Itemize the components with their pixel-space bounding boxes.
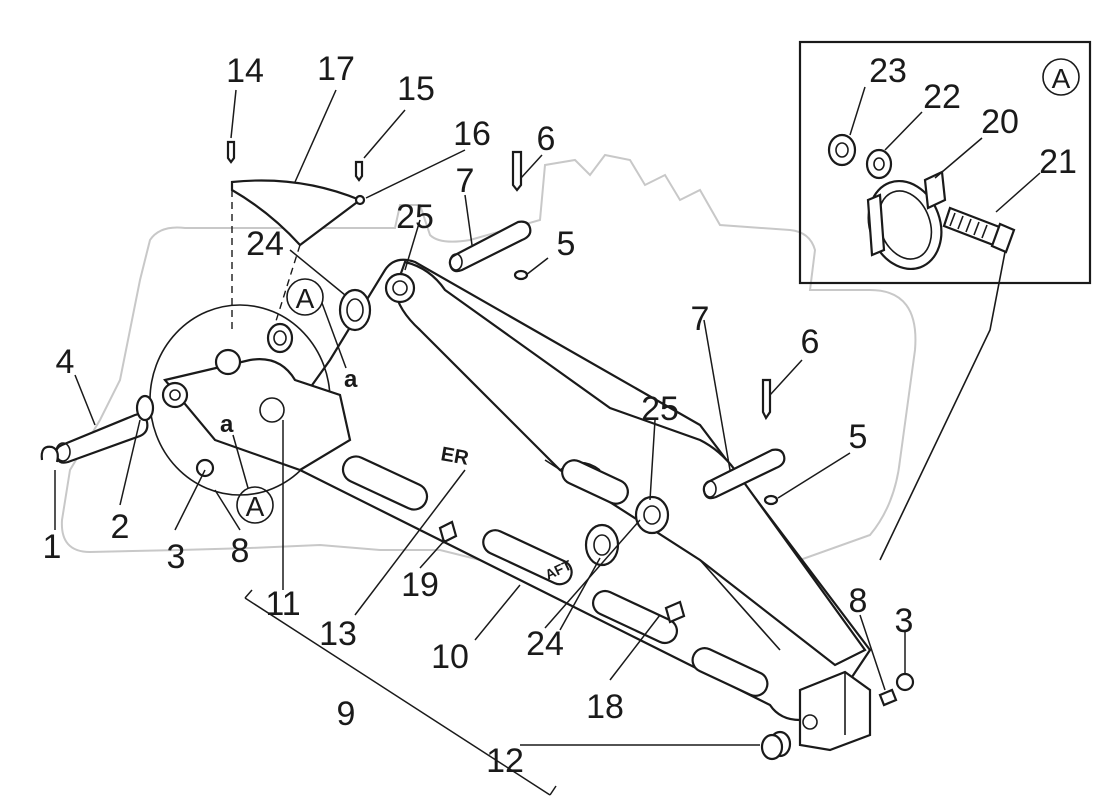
callout-22: 22 [923, 78, 961, 116]
callout-23: 23 [869, 52, 907, 90]
callout-3: 3 [895, 602, 914, 640]
nut-part [827, 133, 857, 167]
pin-part [702, 448, 786, 500]
callout-labels: 1 2 3 3 4 5 5 6 6 7 7 8 8 9 10 11 12 13 … [43, 50, 1077, 780]
callout-9: 9 [337, 695, 356, 733]
callout-17: 17 [317, 50, 355, 88]
pin-part [54, 413, 149, 464]
view-marker-label: A [1052, 63, 1071, 94]
nut-part [513, 269, 529, 281]
callout-21: 21 [1039, 143, 1077, 181]
callout-25: 25 [396, 198, 434, 236]
watermark [60, 153, 917, 567]
pivot-bracket-part [149, 304, 352, 496]
boom-logo-marking: ER [439, 443, 471, 470]
callout-4: 4 [56, 343, 75, 381]
view-marker: A a [220, 411, 274, 524]
callout-1: 1 [43, 528, 62, 566]
snap-ring-part [40, 445, 59, 463]
callout-16: 16 [453, 115, 491, 153]
lock-washer-part [865, 148, 893, 180]
bolt-part [942, 206, 1016, 254]
callout-7: 7 [691, 300, 710, 338]
callout-20: 20 [981, 103, 1019, 141]
pin-part [448, 220, 532, 273]
callout-6: 6 [537, 120, 556, 158]
view-marker-circle [1042, 58, 1080, 96]
bushing-part [760, 730, 792, 761]
svg-text:A: A [246, 491, 265, 522]
svg-text:a: a [344, 366, 358, 393]
callout-8: 8 [231, 532, 250, 570]
nut-part [763, 494, 779, 506]
screw-part [354, 109, 406, 182]
boom-arm-part: ER AFT [276, 258, 872, 722]
bolt-part [878, 688, 898, 707]
nut-part [895, 672, 915, 692]
callout-13: 13 [319, 615, 357, 653]
cover-plate-part [230, 89, 363, 247]
svg-text:a: a [220, 411, 234, 438]
callout-6: 6 [801, 323, 820, 361]
boom-tip-part [798, 670, 872, 752]
assembly-bracket [244, 589, 557, 796]
callout-11: 11 [265, 585, 300, 623]
leader-lines [54, 154, 906, 746]
callout-3: 3 [167, 538, 186, 576]
callout-5: 5 [849, 418, 868, 456]
callout-15: 15 [397, 70, 435, 108]
callout-8: 8 [849, 582, 868, 620]
svg-text:A: A [296, 283, 315, 314]
callout-24: 24 [526, 625, 564, 663]
screw-part [226, 89, 237, 164]
detail-view-box: A [798, 40, 1092, 285]
callout-24: 24 [246, 225, 284, 263]
callout-18: 18 [586, 688, 624, 726]
callout-14: 14 [226, 52, 264, 90]
bolt-part [511, 150, 523, 192]
washer-part [135, 394, 155, 422]
bolt-part [761, 378, 772, 421]
callout-25: 25 [641, 390, 679, 428]
washer-part [354, 149, 466, 206]
callout-7: 7 [456, 162, 475, 200]
callout-19: 19 [401, 566, 439, 604]
view-marker: A a [286, 278, 358, 393]
callout-10: 10 [431, 638, 469, 676]
callout-5: 5 [557, 225, 576, 263]
ring-bracket-part [866, 170, 947, 271]
callout-2: 2 [111, 508, 130, 546]
callout-12: 12 [486, 742, 524, 780]
